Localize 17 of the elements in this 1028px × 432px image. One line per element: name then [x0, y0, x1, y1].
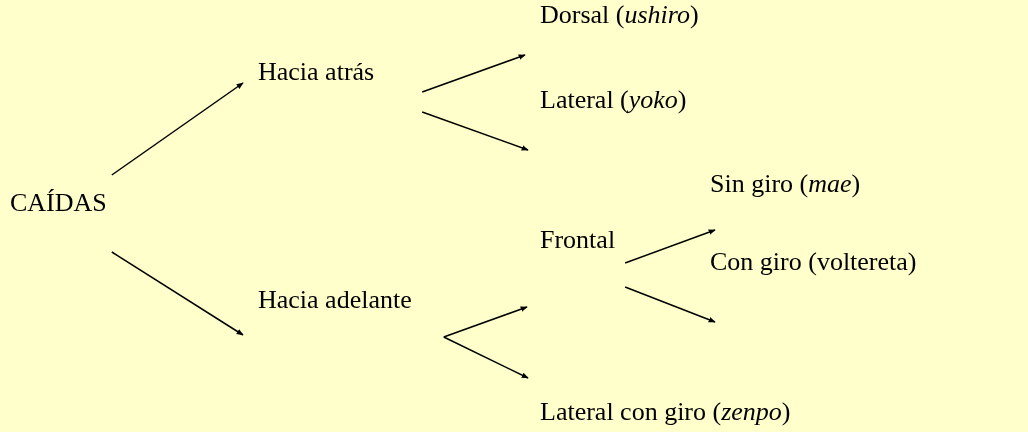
- arrow: [111, 251, 244, 336]
- category-label: Hacia adelante: [258, 285, 412, 315]
- category-label: Hacia atrás: [258, 57, 375, 87]
- category-label: CAÍDAS: [10, 188, 107, 218]
- arrow: [421, 54, 526, 93]
- arrow: [443, 336, 529, 379]
- category-label: Lateral con giro (zenpo): [540, 397, 791, 427]
- arrow: [421, 111, 529, 151]
- category-label: Sin giro (mae): [710, 169, 861, 199]
- arrow: [111, 82, 244, 176]
- category-label: Frontal: [540, 225, 616, 255]
- category-label: Lateral (yoko): [540, 85, 687, 115]
- arrow: [624, 229, 716, 264]
- category-label: Dorsal (ushiro): [540, 0, 699, 30]
- category-label: Con giro (voltereta): [710, 247, 917, 277]
- arrow: [624, 286, 716, 323]
- arrow: [443, 306, 528, 338]
